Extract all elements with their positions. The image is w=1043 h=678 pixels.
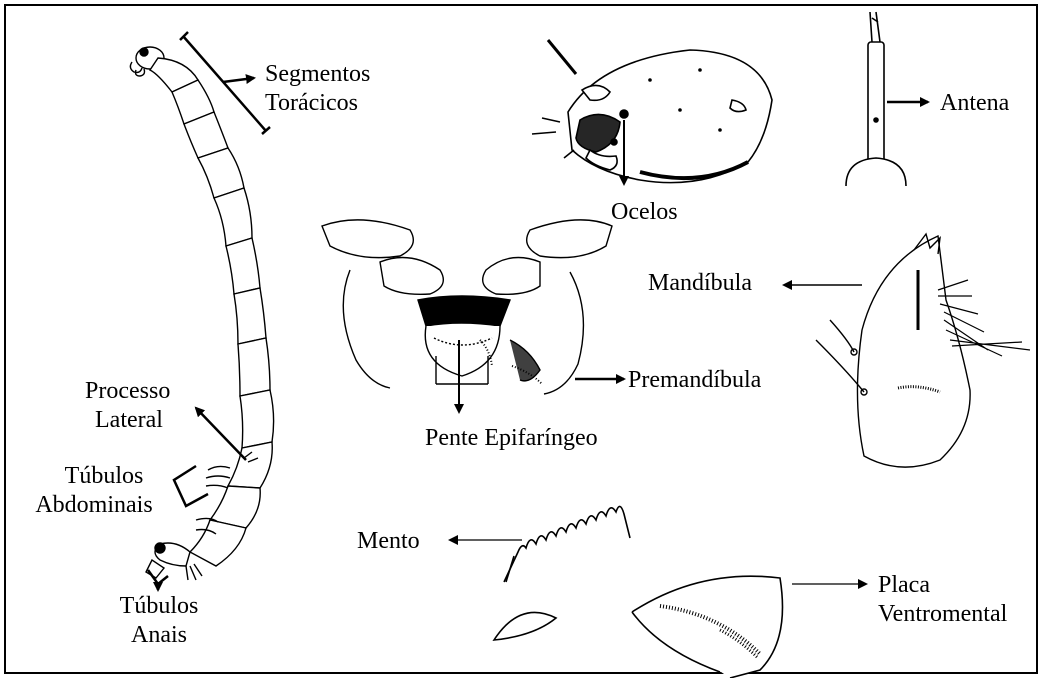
segmentos-arrow — [223, 78, 254, 82]
label-tubulos-anais: Túbulos Anais — [104, 592, 214, 650]
label-tubulos-anais-line1: Túbulos — [104, 592, 214, 621]
label-tubulos-abdominais-line2: Abdominais — [14, 491, 174, 520]
label-premandibula: Premandíbula — [628, 366, 761, 395]
label-placa-line2: Ventromental — [878, 600, 1007, 629]
label-mandibula: Mandíbula — [648, 269, 752, 298]
mouthparts — [322, 220, 612, 394]
label-processo-line1: Processo — [85, 377, 170, 406]
label-segmentos-line1: Segmentos — [265, 60, 370, 89]
mandible — [816, 234, 1030, 467]
label-tubulos-abdominais: Túbulos Abdominais — [14, 462, 174, 520]
label-processo-line2: Lateral — [85, 406, 170, 435]
mentum — [494, 506, 783, 678]
label-pente: Pente Epifaríngeo — [425, 424, 598, 453]
processo-arrow — [196, 408, 246, 460]
label-ocelos: Ocelos — [611, 198, 678, 227]
antenna — [846, 12, 906, 186]
label-processo: Processo Lateral — [85, 377, 170, 435]
label-segmentos-line2: Torácicos — [265, 89, 370, 118]
label-tubulos-anais-line2: Anais — [104, 621, 214, 650]
label-mento: Mento — [357, 527, 420, 556]
label-antena: Antena — [940, 89, 1009, 118]
label-segmentos: Segmentos Torácicos — [265, 60, 370, 118]
label-placa-line1: Placa — [878, 571, 1007, 600]
label-tubulos-abdominais-line1: Túbulos — [14, 462, 174, 491]
tubulos-abdominais-bracket — [174, 466, 208, 506]
head-capsule — [532, 40, 772, 183]
label-placa: Placa Ventromental — [878, 571, 1007, 629]
